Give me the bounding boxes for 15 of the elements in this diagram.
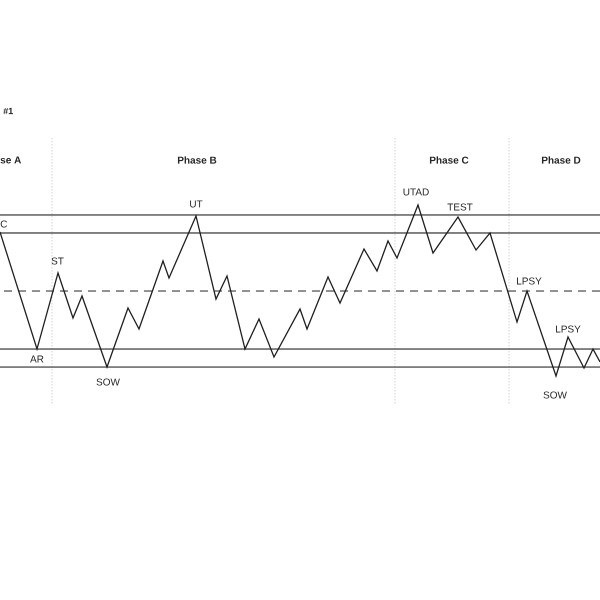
event-label: UTAD: [404, 188, 429, 196]
event-label: AR: [30, 356, 44, 362]
event-label: TEST: [447, 203, 473, 211]
event-label: SOW: [96, 378, 120, 386]
phase-label: se A: [0, 156, 22, 164]
event-label: LPSY: [556, 325, 581, 333]
event-label: SOW: [544, 391, 567, 399]
event-label: C: [0, 220, 8, 228]
event-label: UT: [190, 200, 202, 208]
phase-label: Phase D: [542, 156, 580, 164]
phase-label: Phase C: [430, 156, 468, 164]
phase-label: Phase B: [178, 156, 216, 164]
heading: #1: [3, 108, 13, 114]
event-label: ST: [52, 257, 64, 265]
event-label: LPSY: [517, 277, 542, 285]
